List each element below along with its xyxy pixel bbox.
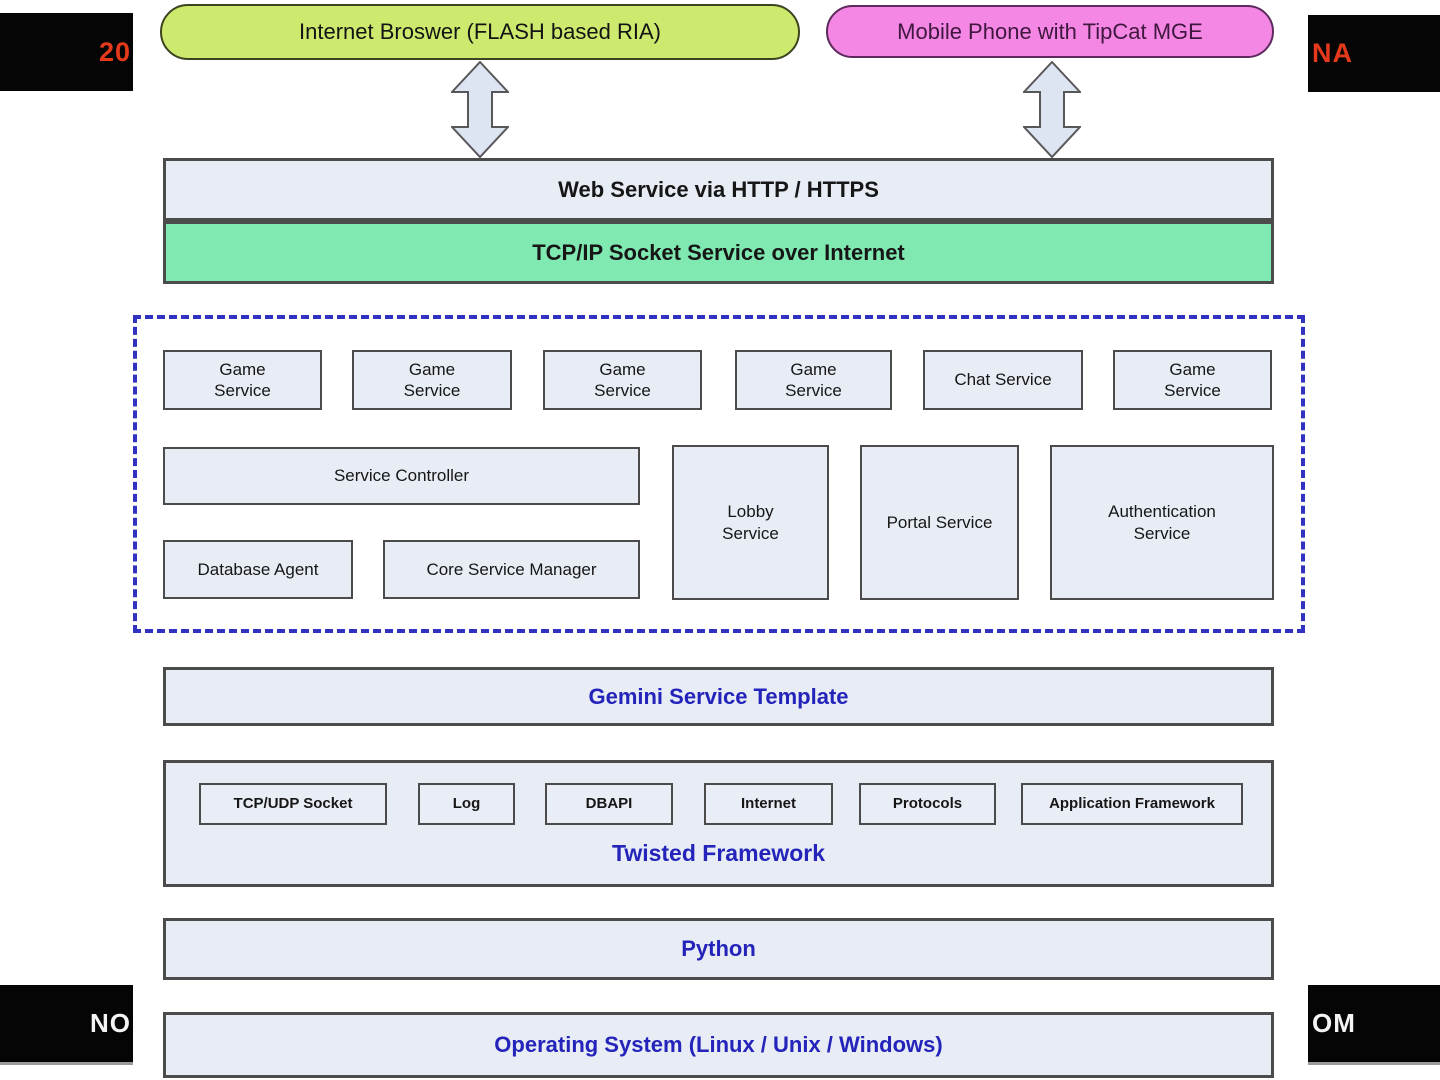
chat-service-box: Chat Service (923, 350, 1083, 410)
service-label: Service Controller (333, 466, 470, 486)
watermark-text: OM (1312, 1008, 1356, 1038)
client-mobile-phone: Mobile Phone with TipCat MGE (826, 5, 1274, 58)
service-label: Game Service (1164, 359, 1221, 400)
module-label: Log (452, 794, 481, 812)
python-layer: Python (163, 918, 1274, 980)
watermark-text: 20 (98, 36, 131, 67)
game-service-box: Game Service (543, 350, 702, 410)
twisted-module-box: Protocols (859, 783, 996, 825)
gemini-service-template-layer: Gemini Service Template (163, 667, 1274, 726)
operating-system-layer: Operating System (Linux / Unix / Windows… (163, 1012, 1274, 1078)
core-service-manager-box: Core Service Manager (383, 540, 640, 599)
module-label: TCP/UDP Socket (233, 794, 353, 812)
twisted-module-box: Internet (704, 783, 833, 825)
layer-label: TCP/IP Socket Service over Internet (532, 239, 905, 265)
client-label: Internet Broswer (FLASH based RIA) (299, 19, 661, 44)
service-label: Game Service (403, 359, 461, 400)
layer-label: Web Service via HTTP / HTTPS (558, 176, 879, 202)
updown-arrow-icon (451, 61, 509, 159)
client-internet-browser: Internet Broswer (FLASH based RIA) (160, 4, 800, 60)
service-label: Game Service (214, 359, 271, 400)
game-service-box: Game Service (352, 350, 512, 410)
watermark-bar-bottom-right: OM (1308, 985, 1440, 1065)
twisted-framework-layer: TCP/UDP Socket Log DBAPI Internet Protoc… (163, 760, 1274, 887)
web-service-layer: Web Service via HTTP / HTTPS (163, 158, 1274, 221)
portal-service-box: Portal Service (860, 445, 1019, 600)
service-label: Core Service Manager (426, 559, 597, 579)
layer-label: Python (681, 936, 756, 962)
layer-label: Operating System (Linux / Unix / Windows… (494, 1032, 943, 1058)
game-service-box: Game Service (163, 350, 322, 410)
watermark-bar-top-left: 20 (0, 13, 133, 91)
authentication-service-box: Authentication Service (1050, 445, 1274, 600)
watermark-text: NO (90, 1008, 131, 1038)
twisted-module-box: DBAPI (545, 783, 673, 825)
game-service-box: Game Service (1113, 350, 1272, 410)
service-label: Chat Service (954, 370, 1052, 390)
module-label: Application Framework (1049, 794, 1215, 812)
service-label: Portal Service (886, 512, 993, 532)
watermark-bar-bottom-left: NO (0, 985, 133, 1065)
watermark-bar-top-right: NA (1308, 15, 1440, 92)
service-label: Lobby Service (722, 502, 779, 543)
twisted-module-box: Log (418, 783, 515, 825)
service-label: Game Service (785, 359, 842, 400)
twisted-module-box: Application Framework (1021, 783, 1243, 825)
service-label: Database Agent (197, 559, 319, 579)
services-group-border (133, 315, 1305, 633)
tcpip-service-layer: TCP/IP Socket Service over Internet (163, 221, 1274, 284)
database-agent-box: Database Agent (163, 540, 353, 599)
watermark-text: NA (1312, 38, 1353, 68)
service-label: Game Service (594, 359, 651, 400)
service-label: Authentication Service (1108, 502, 1216, 543)
module-label: DBAPI (585, 794, 633, 812)
module-label: Internet (740, 794, 796, 812)
twisted-framework-title: Twisted Framework (611, 840, 826, 867)
game-service-box: Game Service (735, 350, 892, 410)
layer-label: Gemini Service Template (588, 683, 849, 709)
service-controller-box: Service Controller (163, 447, 640, 505)
updown-arrow-icon (1023, 61, 1081, 159)
client-label: Mobile Phone with TipCat MGE (897, 18, 1203, 44)
twisted-module-box: TCP/UDP Socket (199, 783, 387, 825)
module-label: Protocols (892, 794, 963, 812)
lobby-service-box: Lobby Service (672, 445, 829, 600)
